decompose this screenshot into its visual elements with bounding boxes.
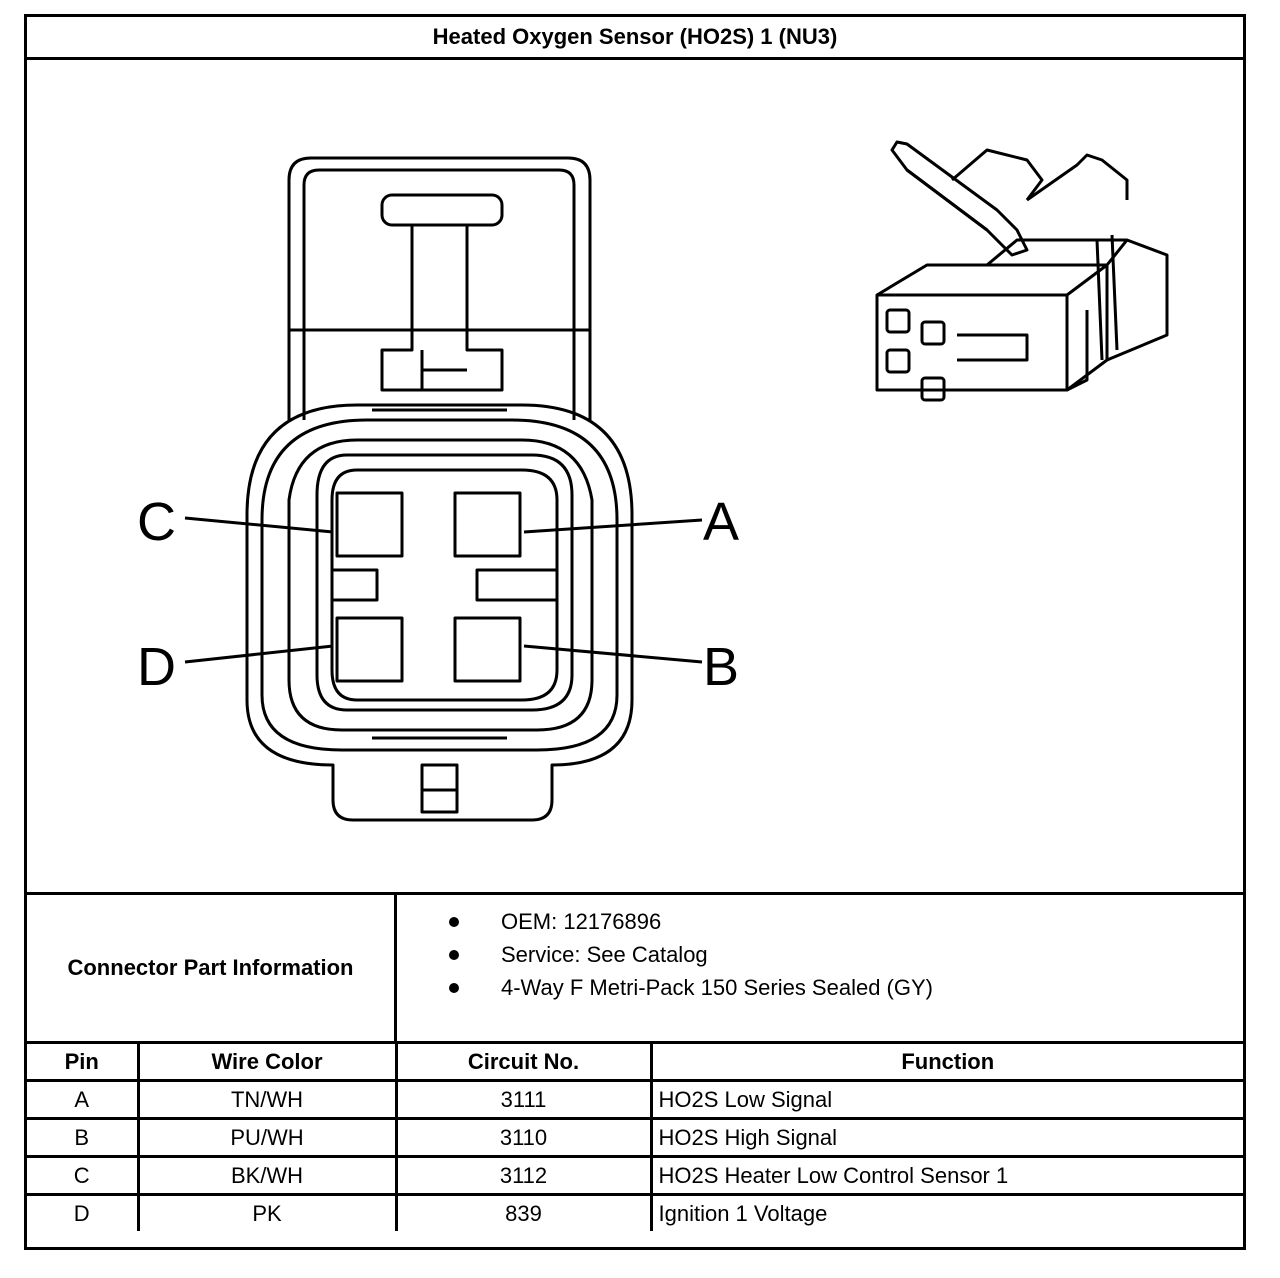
pin-cavity-a bbox=[453, 491, 522, 558]
pin-table-header: Pin Wire Color Circuit No. Function bbox=[27, 1044, 1243, 1082]
cell-function: HO2S Heater Low Control Sensor 1 bbox=[649, 1155, 1243, 1196]
cell-pin: A bbox=[27, 1079, 140, 1120]
cell-circuit: 3111 bbox=[394, 1079, 653, 1120]
callout-leaders bbox=[184, 516, 703, 664]
cell-circuit: 3110 bbox=[394, 1117, 653, 1158]
pin-cavity-block bbox=[315, 453, 574, 712]
pin-cavity-b bbox=[453, 616, 522, 683]
cell-function: Ignition 1 Voltage bbox=[649, 1193, 1243, 1231]
cell-circuit: 839 bbox=[394, 1193, 653, 1231]
cell-function: HO2S High Signal bbox=[649, 1117, 1243, 1158]
connector-info-item: OEM: 12176896 bbox=[397, 905, 933, 938]
header-wire-color: Wire Color bbox=[136, 1044, 398, 1082]
connector-sheet: Heated Oxygen Sensor (HO2S) 1 (NU3) bbox=[24, 14, 1246, 1250]
connector-info-label: Connector Part Information bbox=[27, 895, 397, 1041]
cell-wire-color: PK bbox=[136, 1193, 398, 1231]
table-row: A TN/WH 3111 HO2S Low Signal bbox=[27, 1079, 1243, 1120]
cell-pin: C bbox=[27, 1155, 140, 1196]
table-row: D PK 839 Ignition 1 Voltage bbox=[27, 1193, 1243, 1231]
header-circuit-no: Circuit No. bbox=[394, 1044, 653, 1082]
connector-info-text: OEM: 12176896 bbox=[501, 909, 662, 934]
pin-table: Pin Wire Color Circuit No. Function A TN… bbox=[27, 1044, 1243, 1231]
bullet-icon bbox=[449, 983, 459, 993]
connector-drawing: A B C D bbox=[137, 140, 1169, 822]
diagram-area: A B C D bbox=[27, 60, 1243, 892]
page-title: Heated Oxygen Sensor (HO2S) 1 (NU3) bbox=[27, 17, 1243, 60]
connector-info-text: Service: See Catalog bbox=[501, 942, 708, 967]
connector-iso-view bbox=[875, 140, 1169, 402]
callout-label-b: B bbox=[703, 637, 739, 697]
connector-info-item: Service: See Catalog bbox=[397, 938, 933, 971]
callout-label-d: D bbox=[137, 637, 176, 697]
cell-pin: D bbox=[27, 1193, 140, 1231]
cell-circuit: 3112 bbox=[394, 1155, 653, 1196]
pin-callout-labels: A B C D bbox=[137, 492, 739, 697]
connector-body bbox=[245, 403, 634, 822]
callout-label-a: A bbox=[703, 492, 739, 552]
cell-wire-color: PU/WH bbox=[136, 1117, 398, 1158]
bullet-icon bbox=[449, 950, 459, 960]
cell-pin: B bbox=[27, 1117, 140, 1158]
connector-latch bbox=[287, 156, 592, 420]
connector-info-list: OEM: 12176896 Service: See Catalog 4-Way… bbox=[397, 905, 933, 1004]
table-row: C BK/WH 3112 HO2S Heater Low Control Sen… bbox=[27, 1155, 1243, 1196]
bullet-icon bbox=[449, 917, 459, 927]
table-row: B PU/WH 3110 HO2S High Signal bbox=[27, 1117, 1243, 1158]
header-function: Function bbox=[649, 1044, 1243, 1082]
cell-wire-color: BK/WH bbox=[136, 1155, 398, 1196]
callout-label-c: C bbox=[137, 492, 176, 552]
cell-wire-color: TN/WH bbox=[136, 1079, 398, 1120]
connector-info-text: 4-Way F Metri-Pack 150 Series Sealed (GY… bbox=[501, 975, 933, 1000]
connector-info-item: 4-Way F Metri-Pack 150 Series Sealed (GY… bbox=[397, 971, 933, 1004]
pin-cavity-d bbox=[335, 616, 404, 683]
pin-cavity-c bbox=[335, 491, 404, 558]
header-pin: Pin bbox=[27, 1044, 140, 1082]
connector-info-section: Connector Part Information OEM: 12176896… bbox=[27, 892, 1243, 1044]
cell-function: HO2S Low Signal bbox=[649, 1079, 1243, 1120]
